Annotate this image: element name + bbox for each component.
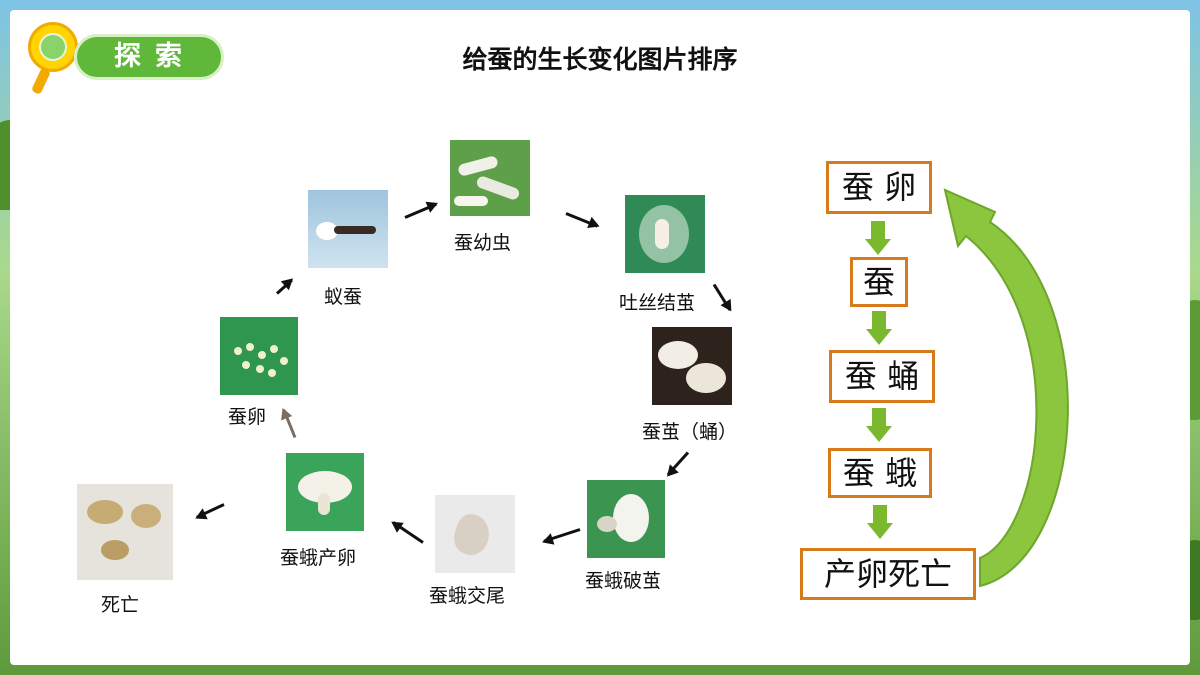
stage-label: 蚕卵 — [228, 406, 267, 428]
moth-emerging-photo — [587, 480, 665, 558]
down-arrow-icon — [866, 408, 892, 444]
cocoon-photo — [652, 327, 732, 405]
magnifier-icon — [28, 22, 78, 72]
stage-label: 蚕蛾交尾 — [429, 585, 506, 607]
page-title: 给蚕的生长变化图片排序 — [462, 45, 738, 74]
egg-laying-moth-photo — [286, 453, 364, 531]
stage-label: 吐丝结茧 — [619, 292, 696, 314]
stage-label: 蚕茧（蛹） — [642, 421, 738, 443]
larva-photo — [450, 140, 530, 216]
sequence-box-death: 产卵死亡 — [800, 548, 976, 600]
sequence-box-larva: 蚕 — [850, 257, 908, 307]
down-arrow-icon — [867, 505, 893, 541]
down-arrow-icon — [866, 311, 892, 347]
explore-label: 探索 — [74, 34, 224, 80]
explore-badge: 探索 — [28, 22, 224, 95]
stage-label: 死亡 — [101, 594, 140, 616]
mating-moth-photo — [435, 495, 515, 573]
spinning-cocoon-photo — [625, 195, 705, 273]
dead-moth-photo — [77, 484, 173, 580]
ant-silkworm-photo — [308, 190, 388, 268]
sequence-box-pupa: 蚕 蛹 — [829, 350, 935, 403]
stage-label: 蚕蛾破茧 — [585, 570, 662, 592]
stage-label: 蚕蛾产卵 — [280, 547, 357, 569]
sequence-box-moth: 蚕 蛾 — [828, 448, 932, 498]
down-arrow-icon — [865, 221, 891, 257]
stage-label: 蚁蚕 — [324, 286, 363, 308]
silkworm-eggs-photo — [220, 317, 298, 395]
stage-label: 蚕幼虫 — [454, 232, 512, 254]
sequence-box-egg: 蚕 卵 — [826, 161, 932, 214]
